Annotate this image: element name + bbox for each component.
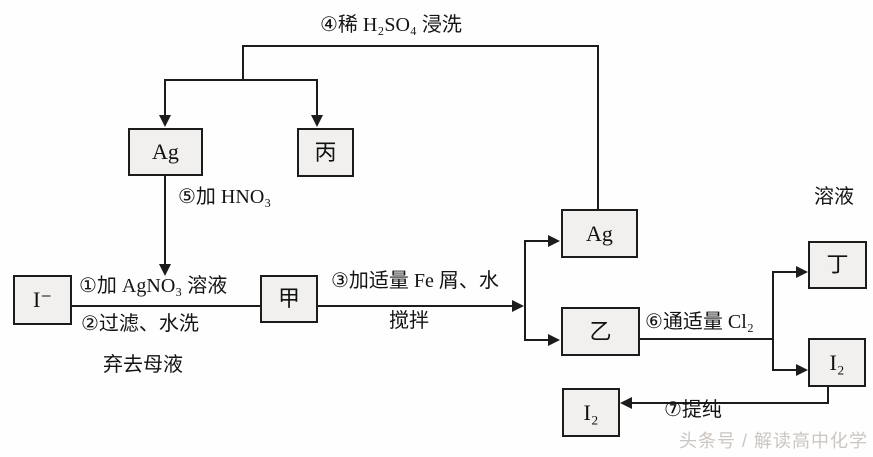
label-step3: ③加适量 Fe 屑、水 bbox=[331, 270, 499, 292]
box-ag-top-label: Ag bbox=[152, 139, 179, 164]
label-stir: 搅拌 bbox=[389, 310, 429, 332]
arrowhead-right-jia-branch-icon bbox=[512, 300, 524, 312]
box-ding-label: 丁 bbox=[826, 252, 849, 277]
arrowhead-down-step5-icon bbox=[159, 264, 171, 276]
flow-recycle-right-vertical bbox=[597, 46, 599, 209]
box-iodide: I⁻ bbox=[13, 275, 72, 325]
arrowhead-right-to-yi-icon bbox=[548, 334, 560, 346]
flow-line-yi-to-branch2 bbox=[640, 338, 774, 340]
arrowhead-left-to-i2bottom-icon bbox=[620, 397, 632, 409]
flow-line-jia-to-branch bbox=[318, 305, 516, 307]
flow-splitter-horizontal bbox=[164, 79, 318, 81]
flow-branch1-vertical bbox=[524, 240, 526, 341]
flow-line-step7-vertical bbox=[827, 387, 829, 404]
box-ag-right: Ag bbox=[561, 209, 638, 258]
arrowhead-right-to-i2-icon bbox=[796, 364, 808, 376]
flow-line-iodide-to-jia bbox=[72, 305, 262, 307]
label-step5: ⑤加 HNO₃ bbox=[178, 186, 272, 208]
arrowhead-down-to-agtop-icon bbox=[159, 115, 171, 127]
box-bing-label: 丙 bbox=[314, 139, 337, 165]
box-ding: 丁 bbox=[808, 241, 867, 289]
arrowhead-right-to-ding-icon bbox=[796, 266, 808, 278]
flow-branch2-vertical bbox=[772, 271, 774, 371]
flow-recycle-left-vertical bbox=[242, 45, 244, 81]
flow-branch1-arm-top bbox=[524, 240, 552, 242]
box-ag-top: Ag bbox=[128, 128, 203, 176]
box-bing: 丙 bbox=[297, 128, 354, 177]
flow-line-step5 bbox=[164, 176, 166, 265]
flow-branch1-arm-bottom bbox=[524, 339, 552, 341]
label-step7: ⑦提纯 bbox=[664, 399, 722, 421]
box-iodide-label: I⁻ bbox=[33, 287, 52, 312]
watermark-text: 头条号 / 解读高中化学 bbox=[678, 431, 868, 451]
flow-recycle-top-horizontal bbox=[242, 45, 599, 47]
arrowhead-down-to-bing-icon bbox=[311, 115, 323, 127]
flow-branch2-arm-bottom bbox=[772, 369, 800, 371]
box-i2-right: I₂ bbox=[808, 338, 866, 387]
label-solution: 溶液 bbox=[814, 186, 854, 208]
label-discard: 弃去母液 bbox=[103, 354, 183, 376]
label-step2: ②过滤、水洗 bbox=[81, 313, 199, 335]
box-jia-label: 甲 bbox=[277, 286, 300, 311]
box-jia: 甲 bbox=[260, 275, 318, 323]
label-step1: ①加 AgNO₃ 溶液 bbox=[79, 275, 228, 297]
flow-splitter-left-drop bbox=[164, 79, 166, 117]
flow-line-step7-horizontal bbox=[632, 402, 829, 404]
flow-branch2-arm-top bbox=[772, 271, 800, 273]
arrowhead-right-to-ag-icon bbox=[548, 235, 560, 247]
label-step6: ⑥通适量 Cl₂ bbox=[645, 311, 754, 333]
box-yi: 乙 bbox=[561, 307, 640, 356]
box-i2-bottom-label: I₂ bbox=[583, 399, 599, 425]
box-ag-right-label: Ag bbox=[586, 220, 613, 246]
box-i2-right-label: I₂ bbox=[829, 349, 845, 375]
box-i2-bottom: I₂ bbox=[562, 388, 620, 437]
label-step4: ④稀 H₂SO₄ 浸洗 bbox=[320, 14, 462, 36]
flow-splitter-right-drop bbox=[316, 79, 318, 117]
box-yi-label: 乙 bbox=[589, 318, 612, 344]
